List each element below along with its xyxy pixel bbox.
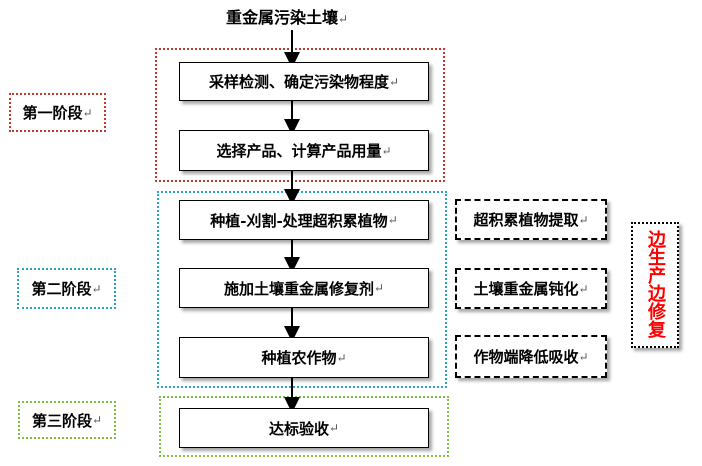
stage-3-frame bbox=[159, 396, 449, 457]
stage-1-frame bbox=[155, 48, 445, 182]
stage-2-label: 第二阶段↵ bbox=[17, 268, 116, 309]
note-heavy-metal-passivation: 土壤重金属钝化↵ bbox=[455, 268, 607, 309]
note-hyperaccumulator-extraction: 超积累植物提取↵ bbox=[455, 199, 607, 240]
step-acceptance: 达标验收↵ bbox=[179, 408, 429, 448]
diagram-title: 重金属污染土壤↵ bbox=[226, 8, 349, 27]
note-crop-uptake-reduction: 作物端降低吸收↵ bbox=[455, 335, 607, 378]
stage-2-frame bbox=[157, 191, 447, 388]
step-plant-crops: 种植农作物↵ bbox=[179, 337, 429, 378]
step-product-selection: 选择产品、计算产品用量↵ bbox=[179, 130, 429, 171]
stage-3-label: 第三阶段↵ bbox=[18, 401, 116, 439]
step-sampling: 采样检测、确定污染物程度↵ bbox=[179, 62, 429, 101]
vertical-note-remediation-while-producing: 边生产边修复 bbox=[631, 222, 679, 348]
step-hyperaccumulator-planting: 种植-刈割-处理超积累植物↵ bbox=[179, 200, 429, 240]
stage-1-label: 第一阶段↵ bbox=[9, 93, 106, 132]
step-apply-remediation-agent: 施加土壤重金属修复剂↵ bbox=[179, 268, 429, 308]
